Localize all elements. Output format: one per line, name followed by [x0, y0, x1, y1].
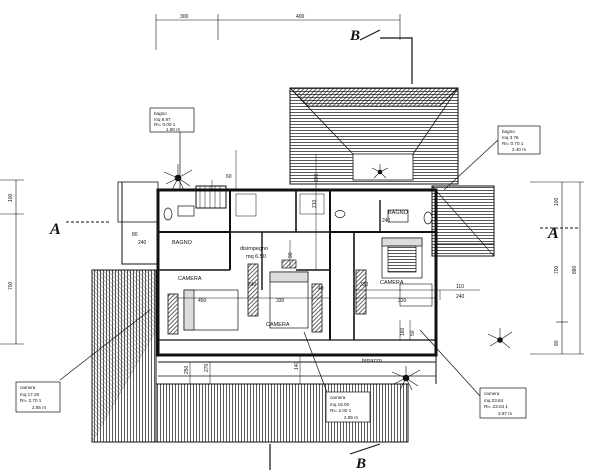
dim-right-bottom: 80: [554, 340, 560, 346]
dim-h-q: 40: [318, 286, 324, 292]
plants: [163, 164, 513, 391]
section-label-top: B: [349, 28, 360, 44]
callout-area: mq 17.20: [20, 392, 40, 397]
callout-bottom-right: camera mq 23.84 RI= 23.04 1 3.67 m: [484, 391, 512, 416]
dim-h-f: 240: [456, 294, 465, 300]
section-label-bottom: B: [355, 456, 366, 472]
dim-top-a: 300: [180, 14, 189, 20]
callout-top-right: bagno mq 3.76 RI= 0.70 1 2.40 m: [502, 129, 526, 152]
callout-height: 2.40 m: [512, 147, 526, 152]
callout-area: mq 16.00: [330, 402, 350, 407]
room-label-bagno-left: BAGNO: [172, 240, 193, 246]
dim-width-center: 330: [276, 298, 285, 304]
sink-icon: [334, 210, 346, 218]
dim-right-top: 100: [554, 197, 560, 206]
dim-h-n: 60: [226, 174, 232, 180]
dim-h-i: 270: [204, 363, 210, 372]
dim-h-c: 240: [382, 218, 391, 224]
room-area-disimpegno: mq 6.50: [246, 254, 266, 260]
section-label-left: A: [49, 221, 61, 238]
roof: [91, 87, 495, 443]
dim-width-left: 450: [198, 298, 207, 304]
dim-h-p: 50: [410, 330, 416, 336]
dim-h-m: 80: [132, 232, 138, 238]
callout-title: camera: [330, 395, 346, 400]
room-label-camera-left: CAMERA: [178, 276, 202, 282]
dim-top-b: 400: [296, 14, 305, 20]
dim-h-e: 110: [456, 284, 464, 290]
dim-h-k: 140: [294, 361, 300, 370]
dim-h-d: 330: [360, 282, 369, 288]
section-label-right: A: [547, 225, 559, 242]
callout-ratio: RI= 23.04 1: [484, 404, 508, 409]
dim-right-mid: 700: [554, 265, 560, 274]
plant-icon: [391, 366, 421, 391]
dim-h-g: 210: [312, 199, 318, 208]
callout-height: 2.85 m: [32, 405, 46, 410]
callout-title: camera: [20, 385, 36, 390]
callout-ratio: RI= 2.70 1: [20, 398, 42, 403]
toilet-icon: [423, 211, 433, 225]
dim-left-top: 100: [8, 193, 14, 202]
callouts: [15, 107, 541, 423]
room-label-camera-center: CAMERA: [266, 322, 290, 328]
room-label-camera-right: CAMERA: [380, 280, 404, 286]
dim-h-o: 160: [400, 327, 406, 336]
dimension-lines: [0, 14, 584, 384]
callout-title: bagno: [154, 111, 167, 116]
plant-icon: [371, 164, 389, 179]
room-label-bagno-right: BAGNO: [388, 210, 409, 216]
callout-title: camera: [484, 391, 500, 396]
callout-area: mq 6.97: [154, 117, 171, 122]
dim-width-right: 320: [398, 298, 407, 304]
callout-ratio: RI= 0.70 1: [502, 141, 524, 146]
callout-height: 1.90 m: [166, 127, 180, 132]
walls: [121, 182, 495, 384]
callout-area: mq 3.76: [502, 135, 519, 140]
callout-title: bagno: [502, 129, 515, 134]
plant-icon: [487, 328, 513, 349]
callout-area: mq 23.84: [484, 398, 504, 403]
callout-bottom-center: camera mq 16.00 RI= 2.00 1 2.85 m: [330, 395, 358, 420]
toilet-icon: [163, 207, 173, 221]
callout-height: 2.85 m: [344, 415, 358, 420]
callout-bottom-left: camera mq 17.20 RI= 2.70 1 2.85 m: [20, 385, 46, 410]
dim-h-j: 250: [184, 365, 190, 374]
dim-h-h: 220: [314, 173, 320, 182]
plant-icon: [163, 164, 193, 191]
dim-h-a: 240: [138, 240, 147, 246]
furniture: [163, 193, 433, 331]
room-label-disimpegno: disimpegno: [240, 246, 268, 252]
callout-top-left: bagno mq 6.97 RI= 0.00 1 1.90 m: [154, 111, 180, 132]
callout-height: 3.67 m: [498, 411, 512, 416]
dim-h-l: 90: [288, 252, 294, 258]
callout-ratio: RI= 2.00 1: [330, 408, 352, 413]
dim-right-total: 880: [572, 265, 578, 274]
room-label-terrazzo: terrazzo: [362, 358, 382, 364]
callout-ratio: RI= 0.00 1: [154, 122, 176, 127]
dim-h-b: 240: [248, 282, 257, 288]
dim-left-mid: 700: [8, 281, 14, 290]
section-lines: [66, 29, 580, 470]
